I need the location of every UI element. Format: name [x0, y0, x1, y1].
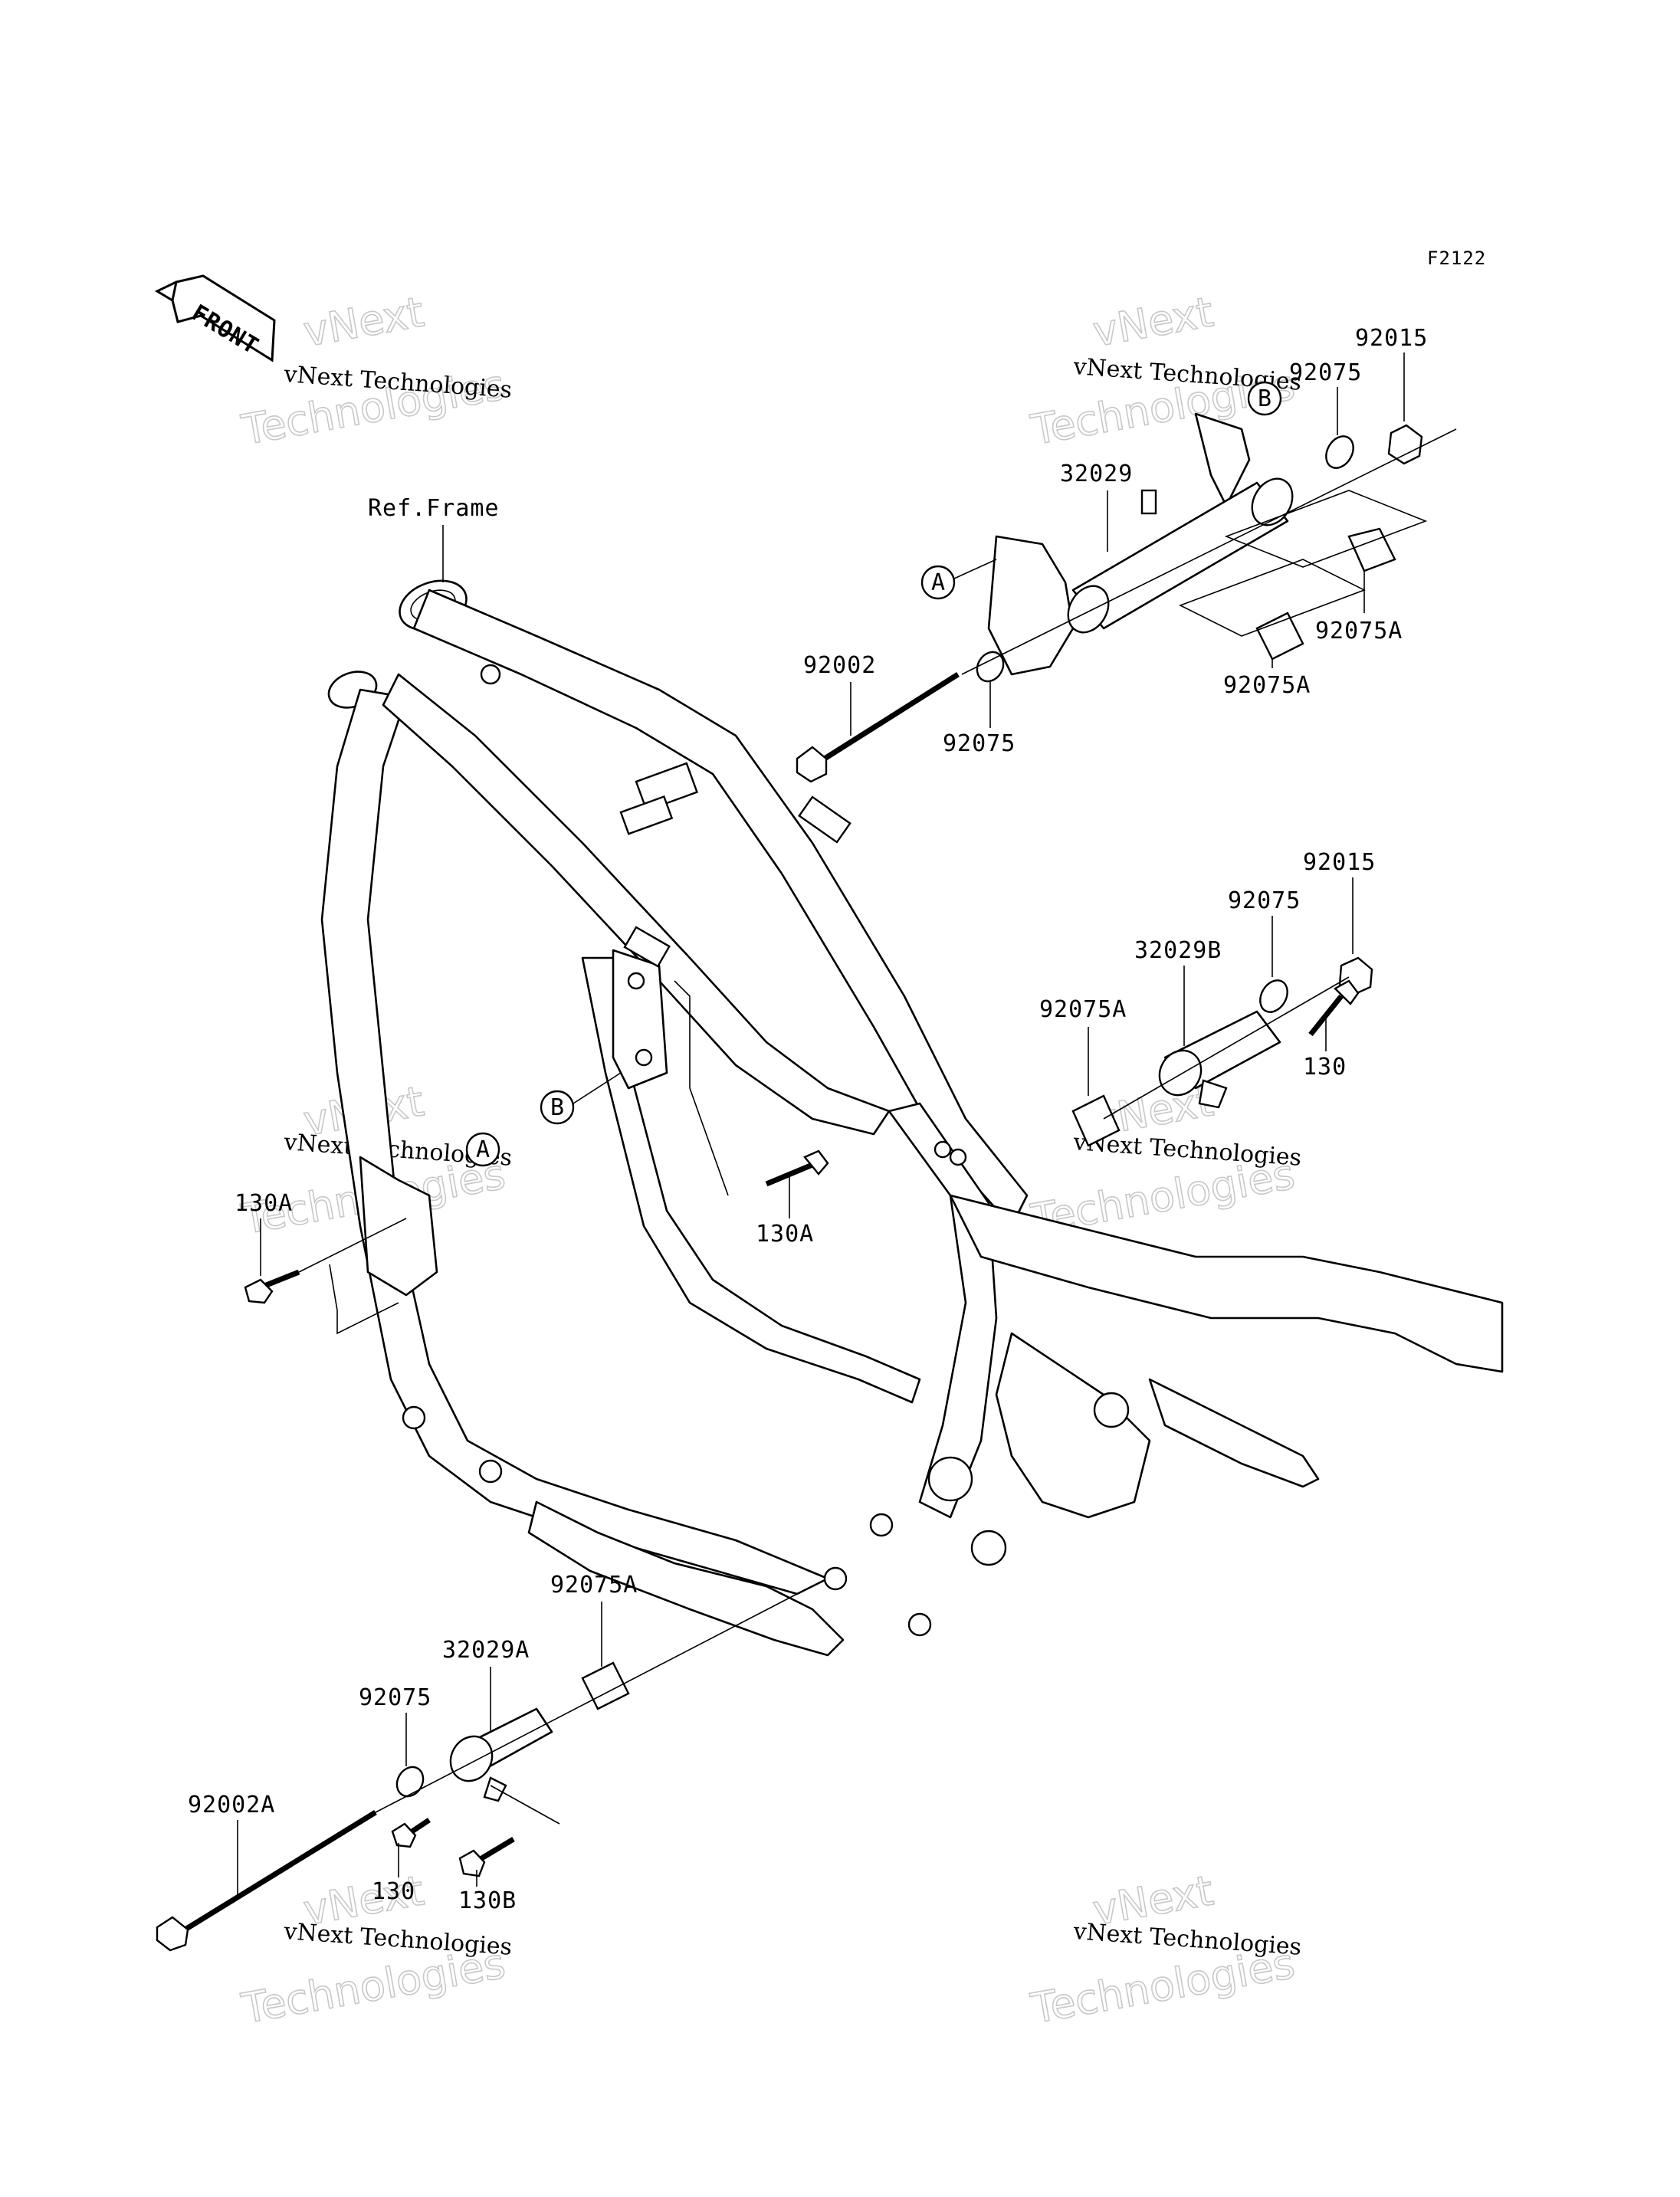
- part-92002A: 92002A: [188, 1792, 275, 1818]
- watermark-text-1: vNext: [300, 287, 427, 356]
- part-130A-center: 130A: [756, 1221, 814, 1248]
- part-32029B: 32029B: [1134, 937, 1222, 964]
- part-92075-mid: 92075: [943, 730, 1016, 757]
- part-92002: 92002: [803, 652, 876, 679]
- watermark-bottom-right: vNext Technologies vNext Technologies: [1027, 1866, 1303, 2034]
- bottom-left-mount-assembly: [156, 1593, 798, 1952]
- callout-a-left: A: [465, 1132, 500, 1167]
- part-32029: 32029: [1060, 461, 1133, 487]
- part-130-right: 130: [1303, 1054, 1347, 1080]
- callout-a-letter: A: [476, 1136, 491, 1163]
- part-92015-top: 92015: [1355, 325, 1428, 352]
- right-middle-mount-assembly: [1071, 956, 1373, 1147]
- part-92075-bottom: 92075: [359, 1684, 431, 1711]
- watermark-top-right: vNext Technologies vNext Technologies: [1027, 287, 1303, 455]
- part-92015-right: 92015: [1303, 849, 1376, 876]
- watermark-caption: vNext Technologies: [1071, 1918, 1302, 1961]
- top-right-mount-assembly: [796, 412, 1457, 783]
- part-92075A-left: 92075A: [1039, 996, 1127, 1023]
- part-130-bottom: 130: [372, 1878, 415, 1905]
- callout-a-top: A: [920, 559, 997, 600]
- callout-a-letter: A: [931, 569, 946, 596]
- part-92075A-mid: 92075A: [1223, 672, 1311, 699]
- part-130B: 130B: [458, 1887, 517, 1914]
- callout-b-left: B: [540, 1072, 622, 1125]
- watermark-text-1: vNext: [1089, 287, 1216, 356]
- part-92075A-right: 92075A: [1315, 618, 1403, 644]
- part-92075A-bottom: 92075A: [550, 1572, 638, 1599]
- part-130A-left: 130A: [235, 1190, 293, 1217]
- callout-b-top: B: [1247, 381, 1282, 416]
- front-arrow-icon: FRONT: [154, 274, 276, 362]
- watermark-top-left: vNext Technologies vNext Technologies: [238, 287, 514, 455]
- motorcycle-frame: [320, 579, 1504, 1657]
- figure-code: F2122: [1427, 248, 1486, 269]
- callout-b-letter: B: [1258, 385, 1272, 412]
- watermark-mid-right: vNext Technologies vNext Technologies: [1027, 1077, 1303, 1244]
- part-92075-right: 92075: [1228, 887, 1301, 914]
- part-92075-top: 92075: [1289, 359, 1362, 386]
- watermark-caption: vNext Technologies: [282, 1918, 513, 1961]
- part-labels: 92015 92075 32029 92075A 92075A 92002 92…: [188, 325, 1428, 1914]
- part-32029A: 32029A: [442, 1637, 530, 1664]
- callout-b-letter: B: [550, 1094, 565, 1121]
- ref-frame-label: Ref.Frame: [368, 495, 500, 522]
- left-bracket-assembly: [244, 980, 829, 1335]
